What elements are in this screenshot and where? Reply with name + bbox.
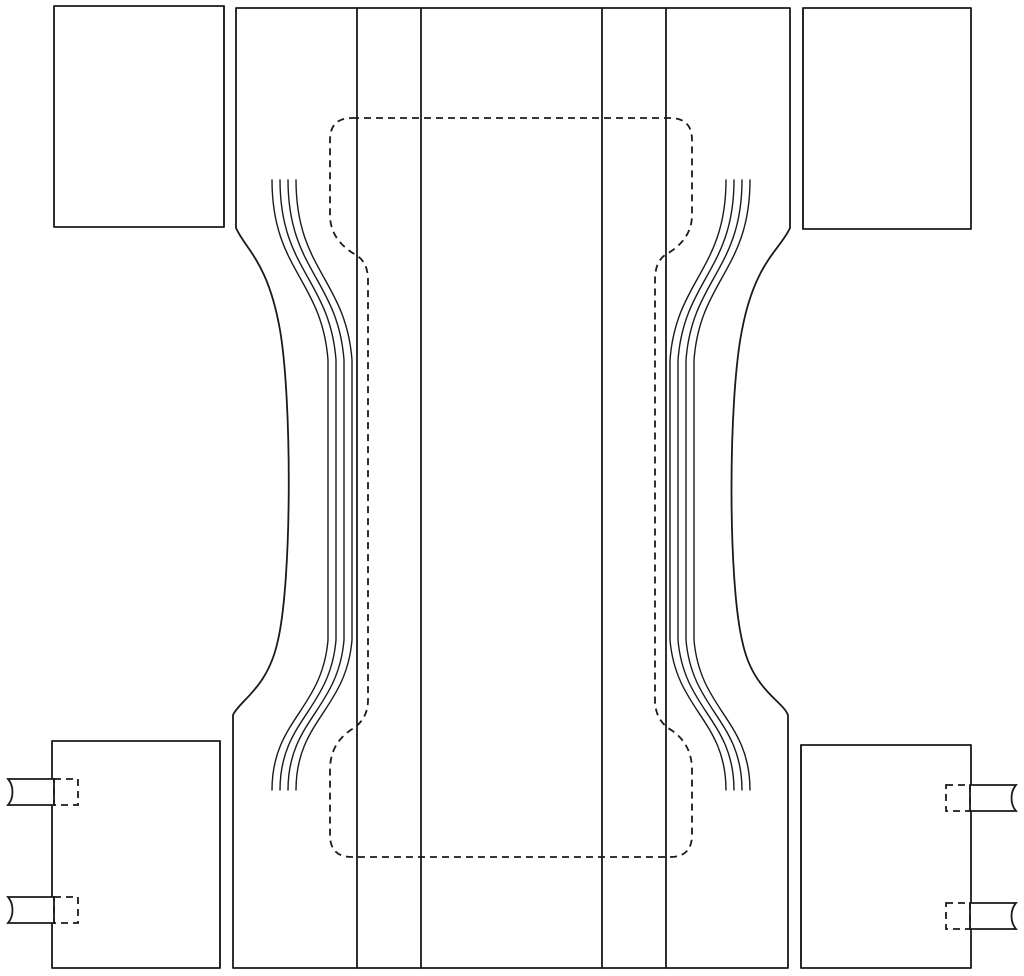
- front-left-ear: [53, 5, 225, 228]
- absorbent-core-outline: [329, 117, 693, 858]
- back-left-ear: [51, 740, 221, 969]
- right-elastic-strand: [677, 179, 735, 791]
- right-fastening-tab-upper: [945, 784, 1018, 812]
- right-elastic-strand: [685, 179, 743, 791]
- left-elastic-strand: [287, 179, 345, 791]
- right-elastic-strands: [669, 179, 751, 791]
- left-fastening-tab-upper: [6, 778, 79, 806]
- chassis-outline: [232, 7, 791, 969]
- right-fastening-tab-lower: [945, 902, 1018, 930]
- left-elastic-strand: [295, 179, 353, 791]
- right-elastic-strand: [693, 179, 751, 791]
- left-fastening-tab-lower: [6, 896, 79, 924]
- right-elastic-strand: [669, 179, 727, 791]
- left-elastic-strands: [271, 179, 353, 791]
- left-elastic-strand: [271, 179, 329, 791]
- front-right-ear: [802, 7, 972, 230]
- left-elastic-strand: [279, 179, 337, 791]
- back-right-ear: [800, 744, 972, 969]
